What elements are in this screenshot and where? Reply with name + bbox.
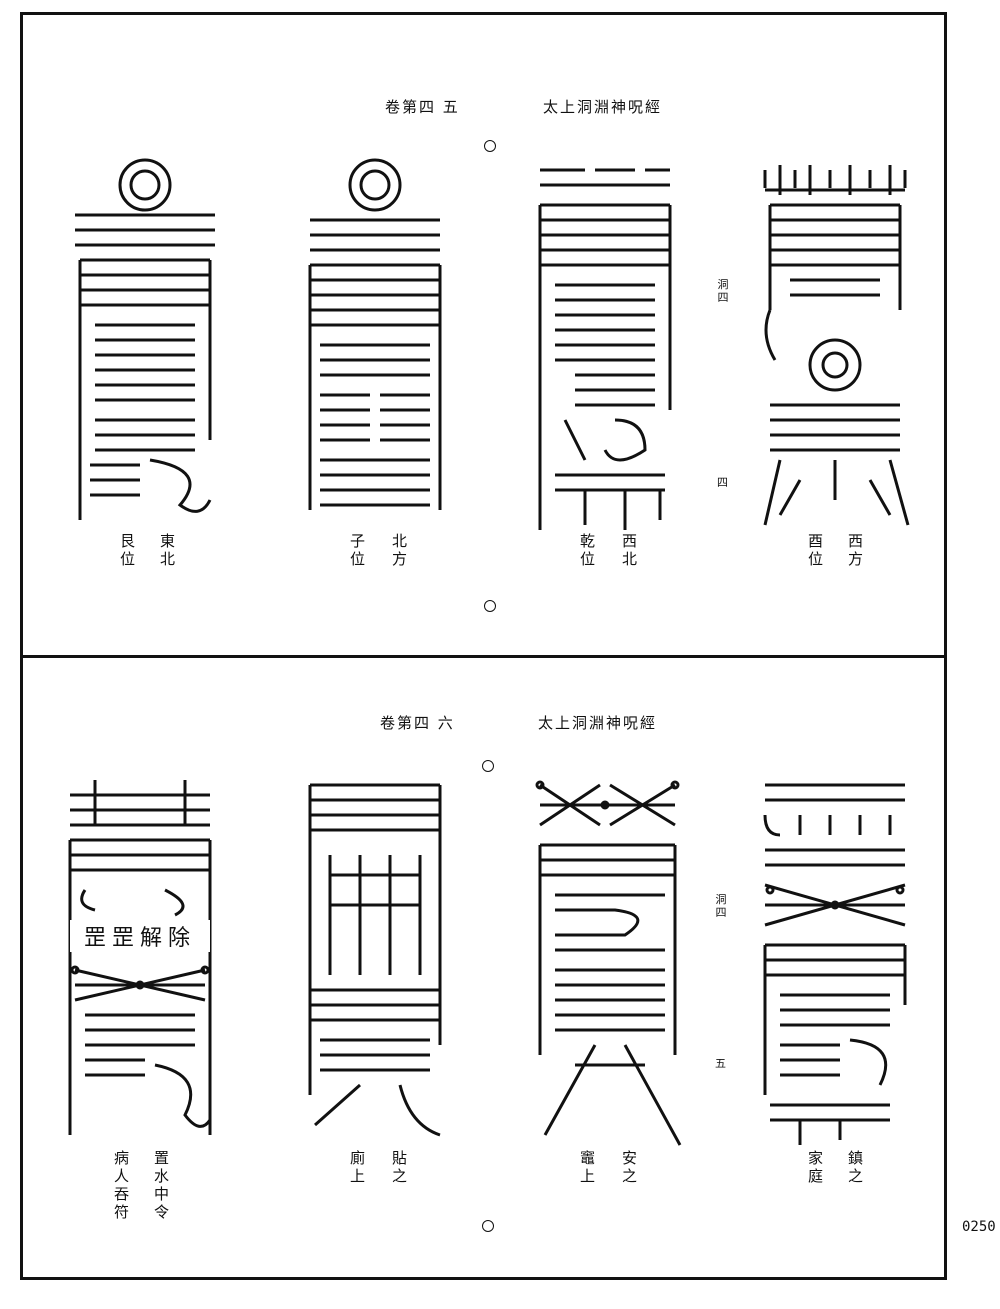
margin-note: 洞四 bbox=[715, 893, 727, 919]
talisman-illness: 罡罡解除 bbox=[65, 775, 215, 1145]
talisman-caption: 貼之 bbox=[390, 1150, 408, 1186]
folio-number: 五 bbox=[715, 1057, 726, 1070]
header-volume: 卷第四 六 bbox=[380, 714, 455, 732]
talisman-north bbox=[300, 158, 450, 530]
talisman-caption: 酉位 bbox=[806, 533, 824, 569]
talisman-caption: 廁上 bbox=[348, 1150, 366, 1186]
talisman-caption: 東北 bbox=[158, 533, 176, 569]
talisman-caption: 竈上 bbox=[578, 1150, 596, 1186]
header-title: 太上洞淵神呪經 bbox=[543, 98, 663, 116]
talisman-caption: 家庭 bbox=[806, 1150, 824, 1186]
talisman-northwest bbox=[535, 160, 675, 530]
talisman-caption: 子位 bbox=[348, 533, 366, 569]
talisman-household bbox=[760, 775, 910, 1145]
talisman-latrine bbox=[300, 775, 450, 1145]
binding-hole bbox=[482, 760, 494, 772]
talisman-inner-text: 罡罡解除 bbox=[70, 920, 210, 952]
talisman-caption: 置水中令 bbox=[152, 1150, 170, 1222]
talisman-caption: 北方 bbox=[390, 533, 408, 569]
page-divider bbox=[20, 655, 947, 658]
margin-note: 洞四 bbox=[717, 278, 729, 304]
talisman-northeast bbox=[70, 158, 220, 530]
talisman-caption: 西北 bbox=[620, 533, 638, 569]
header-volume: 卷第四 五 bbox=[385, 98, 460, 116]
binding-hole bbox=[484, 600, 496, 612]
binding-hole bbox=[484, 140, 496, 152]
page-frame bbox=[20, 12, 947, 1280]
page-header: 太上洞淵神呪經 卷第四 六 bbox=[380, 712, 680, 732]
talisman-west bbox=[760, 160, 910, 530]
talisman-stove bbox=[535, 775, 685, 1150]
talisman-caption: 艮位 bbox=[118, 533, 136, 569]
document-number: 0250 bbox=[962, 1219, 996, 1235]
page-header: 太上洞淵神呪經 卷第四 五 bbox=[385, 96, 685, 116]
talisman-caption: 西方 bbox=[846, 533, 864, 569]
talisman-caption: 病人吞符 bbox=[112, 1150, 130, 1222]
talisman-caption: 鎮之 bbox=[846, 1150, 864, 1186]
binding-hole bbox=[482, 1220, 494, 1232]
header-title: 太上洞淵神呪經 bbox=[538, 714, 658, 732]
folio-number: 四 bbox=[717, 476, 728, 489]
talisman-caption: 安之 bbox=[620, 1150, 638, 1186]
talisman-caption: 乾位 bbox=[578, 533, 596, 569]
